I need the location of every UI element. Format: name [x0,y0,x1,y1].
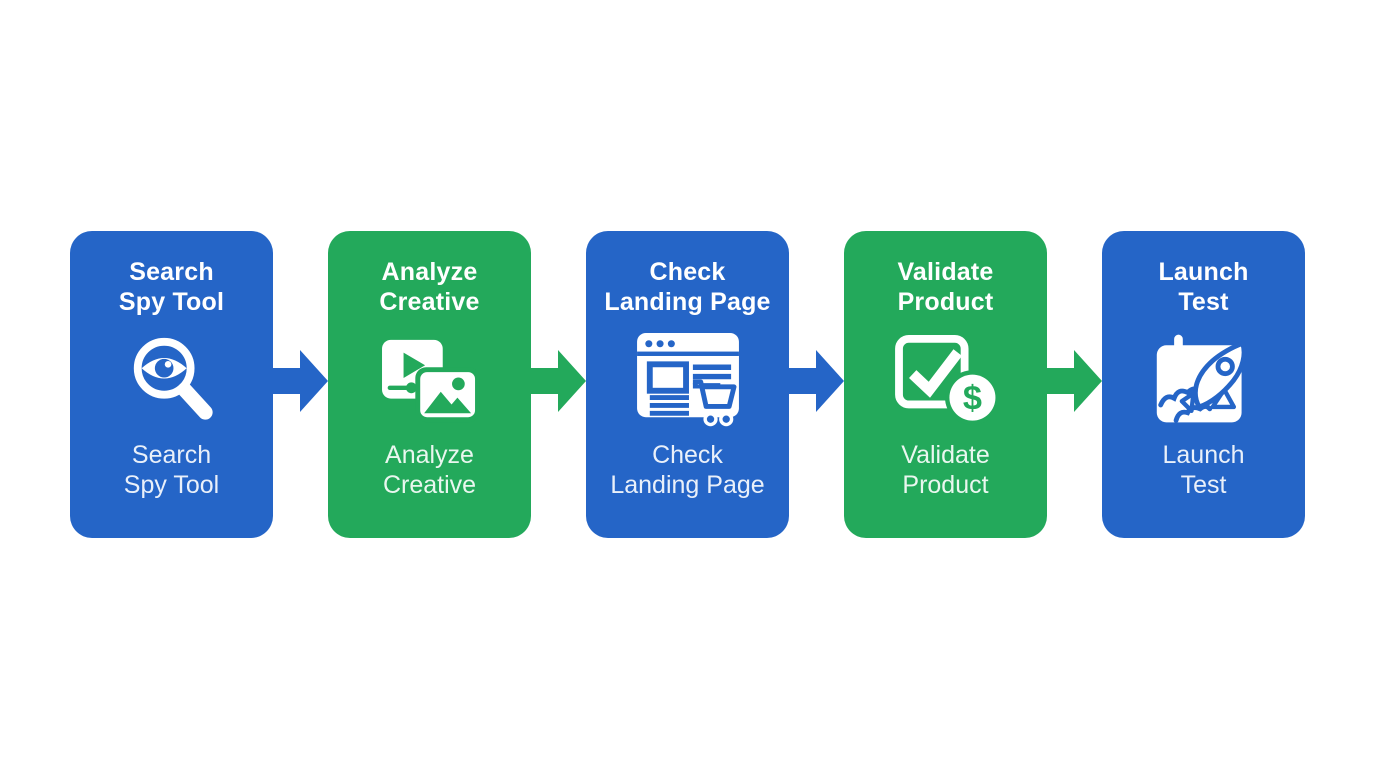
flow-arrow-icon [1047,350,1102,412]
step-title-line: Spy Tool [118,288,225,316]
step-caption-line: Creative [382,471,477,499]
flow-arrow-icon [273,350,328,412]
step-title-line: Test [1178,288,1229,316]
step-icon-wrap [125,330,219,428]
svg-text:$: $ [962,379,981,417]
step-caption: Launch Test [1162,440,1244,500]
step-title: Analyze Creative [379,257,479,317]
step-caption-line: Product [902,471,989,499]
step-icon-wrap [634,330,742,428]
calendar-rocket-icon [1156,334,1246,423]
flow-arrow-icon [531,350,586,412]
step-title-line: Product [897,288,994,316]
step-icon-wrap [376,330,484,428]
step-title-line: Search [129,258,214,286]
step-title: Validate Product [897,257,993,317]
step-caption-line: Spy Tool [123,471,220,499]
step-caption-line: Launch [1162,441,1245,469]
step-title: Launch Test [1158,257,1248,317]
browser-cart-icon [636,332,739,427]
step-title: Search Spy Tool [119,257,224,317]
step-title-line: Launch [1158,258,1249,286]
step-card-analyze-creative: Analyze Creative Analyze Creative [328,231,531,538]
step-card-search-spy-tool: Search Spy Tool Search Spy Tool [70,231,273,538]
spy-search-eye-icon [133,337,213,420]
step-card-check-landing-page: Check Landing Page [586,231,789,538]
step-caption-line: Landing Page [610,471,765,499]
step-title-line: Landing Page [604,288,771,316]
flow-arrow-icon [789,350,844,412]
step-title-line: Validate [897,258,994,286]
step-icon-wrap: $ [892,330,1000,428]
step-caption-line: Analyze [385,441,474,469]
step-caption: Check Landing Page [610,440,764,500]
step-caption-line: Search [131,441,212,469]
step-caption-line: Validate [901,441,990,469]
step-title-line: Analyze [381,258,478,286]
step-icon-wrap [1151,330,1257,428]
step-caption: Analyze Creative [383,440,476,500]
step-title-line: Check [649,258,726,286]
step-caption: Search Spy Tool [124,440,219,500]
video-image-media-icon [381,339,480,423]
step-caption: Validate Product [901,440,990,500]
step-card-launch-test: Launch Test Launch Test [1102,231,1305,538]
checkbox-dollar-icon: $ [894,334,1000,426]
step-caption-line: Check [652,441,723,469]
step-caption-line: Test [1180,471,1227,499]
step-title-line: Creative [379,288,480,316]
step-title: Check Landing Page [604,257,770,317]
step-card-validate-product: Validate Product $ Validate Product [844,231,1047,538]
